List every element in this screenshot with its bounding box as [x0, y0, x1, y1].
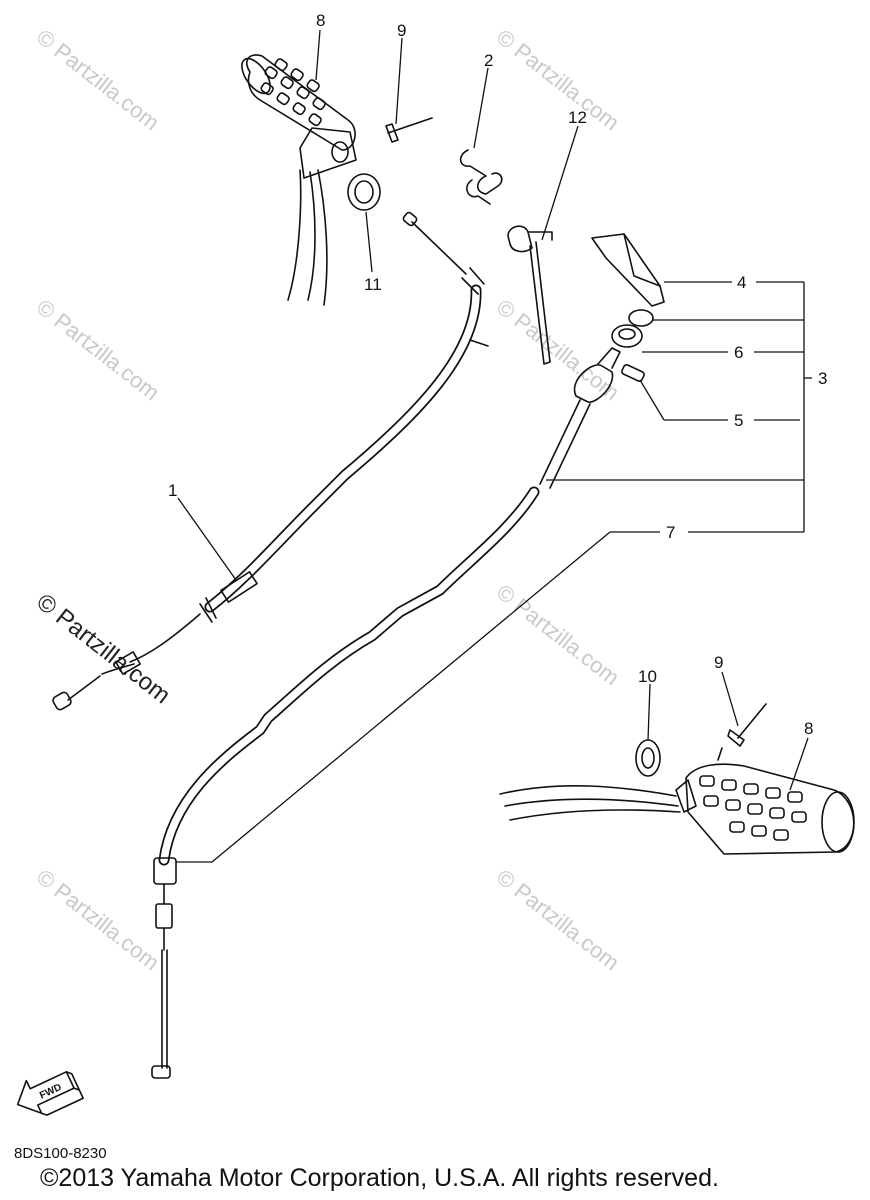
callout-8-top: 8	[316, 11, 325, 30]
watermark: © Partzilla.com	[492, 864, 624, 975]
throttle-cable	[52, 211, 489, 711]
screw-bottom	[717, 703, 767, 761]
diagram-code: 8DS100-8230	[14, 1145, 107, 1162]
collar	[347, 173, 381, 211]
choke-cable	[151, 347, 621, 1079]
callout-4: 4	[737, 273, 746, 292]
collar-bottom	[635, 739, 661, 777]
watermark: © Partzilla.com	[32, 294, 164, 405]
watermark: © Partzilla.com	[492, 294, 624, 405]
clip	[459, 149, 503, 205]
callout-3: 3	[818, 369, 827, 388]
watermark: © Partzilla.com	[32, 864, 164, 975]
callout-5: 5	[734, 411, 743, 430]
callout-8-bottom: 8	[804, 719, 813, 738]
callout-12: 12	[568, 108, 587, 127]
callout-1: 1	[168, 481, 177, 500]
leader-lines	[176, 29, 812, 863]
adjuster	[507, 225, 553, 365]
watermark: © Partzilla.com	[492, 24, 624, 135]
callout-11: 11	[364, 275, 382, 294]
callout-10: 10	[638, 667, 657, 686]
callouts: 8 9 2 12 11 4 6 3 5 1 7 10 9 8	[168, 11, 827, 738]
callout-2: 2	[484, 51, 493, 70]
copyright-notice: ©2013 Yamaha Motor Corporation, U.S.A. A…	[40, 1164, 719, 1192]
watermark: © Partzilla.com	[492, 579, 624, 690]
grip-top	[241, 54, 357, 306]
watermark: © Partzilla.com	[32, 24, 164, 135]
callout-6: 6	[734, 343, 743, 362]
grip-bottom	[499, 763, 855, 855]
screw-top	[385, 117, 433, 143]
fwd-arrow-icon: FWD	[16, 1071, 84, 1116]
callout-9-top: 9	[397, 21, 406, 40]
bracket-parts	[591, 233, 665, 382]
callout-9-bottom: 9	[714, 653, 723, 672]
callout-7: 7	[666, 523, 675, 542]
